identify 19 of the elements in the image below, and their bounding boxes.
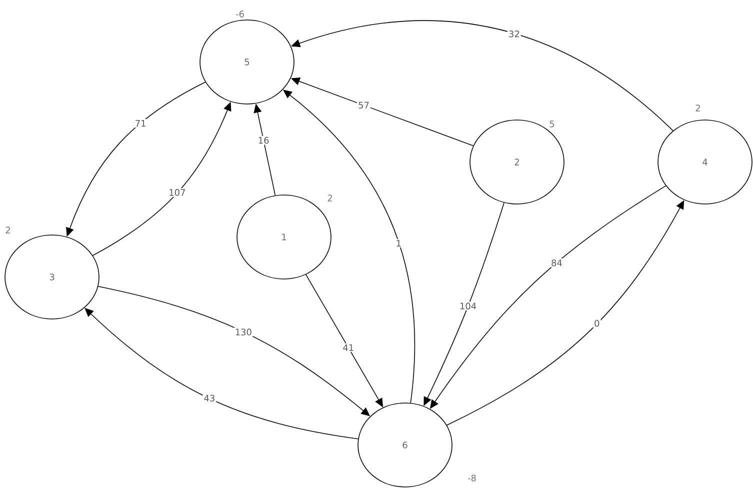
- edge-label: 71: [136, 120, 146, 127]
- edge-label: 43: [204, 394, 214, 402]
- node-caption: 5: [550, 120, 554, 128]
- edge-label: 107: [170, 189, 185, 196]
- edge-label: 104: [460, 302, 476, 310]
- node-caption: 2: [6, 226, 10, 234]
- edge-label: 57: [358, 102, 369, 109]
- edge-label: 41: [343, 344, 354, 351]
- edge-label: 84: [552, 259, 562, 266]
- node-caption: -8: [468, 474, 476, 482]
- edge-label: 1: [396, 240, 401, 246]
- node-caption: -6: [236, 10, 244, 18]
- edge-label: 16: [258, 136, 269, 144]
- node-caption: 2: [328, 194, 332, 202]
- arrow: [424, 202, 504, 406]
- edge-label: 32: [509, 30, 519, 38]
- edge-label: 0: [594, 320, 600, 327]
- edge-label: 130: [236, 328, 252, 336]
- node-caption: 2: [696, 104, 700, 112]
